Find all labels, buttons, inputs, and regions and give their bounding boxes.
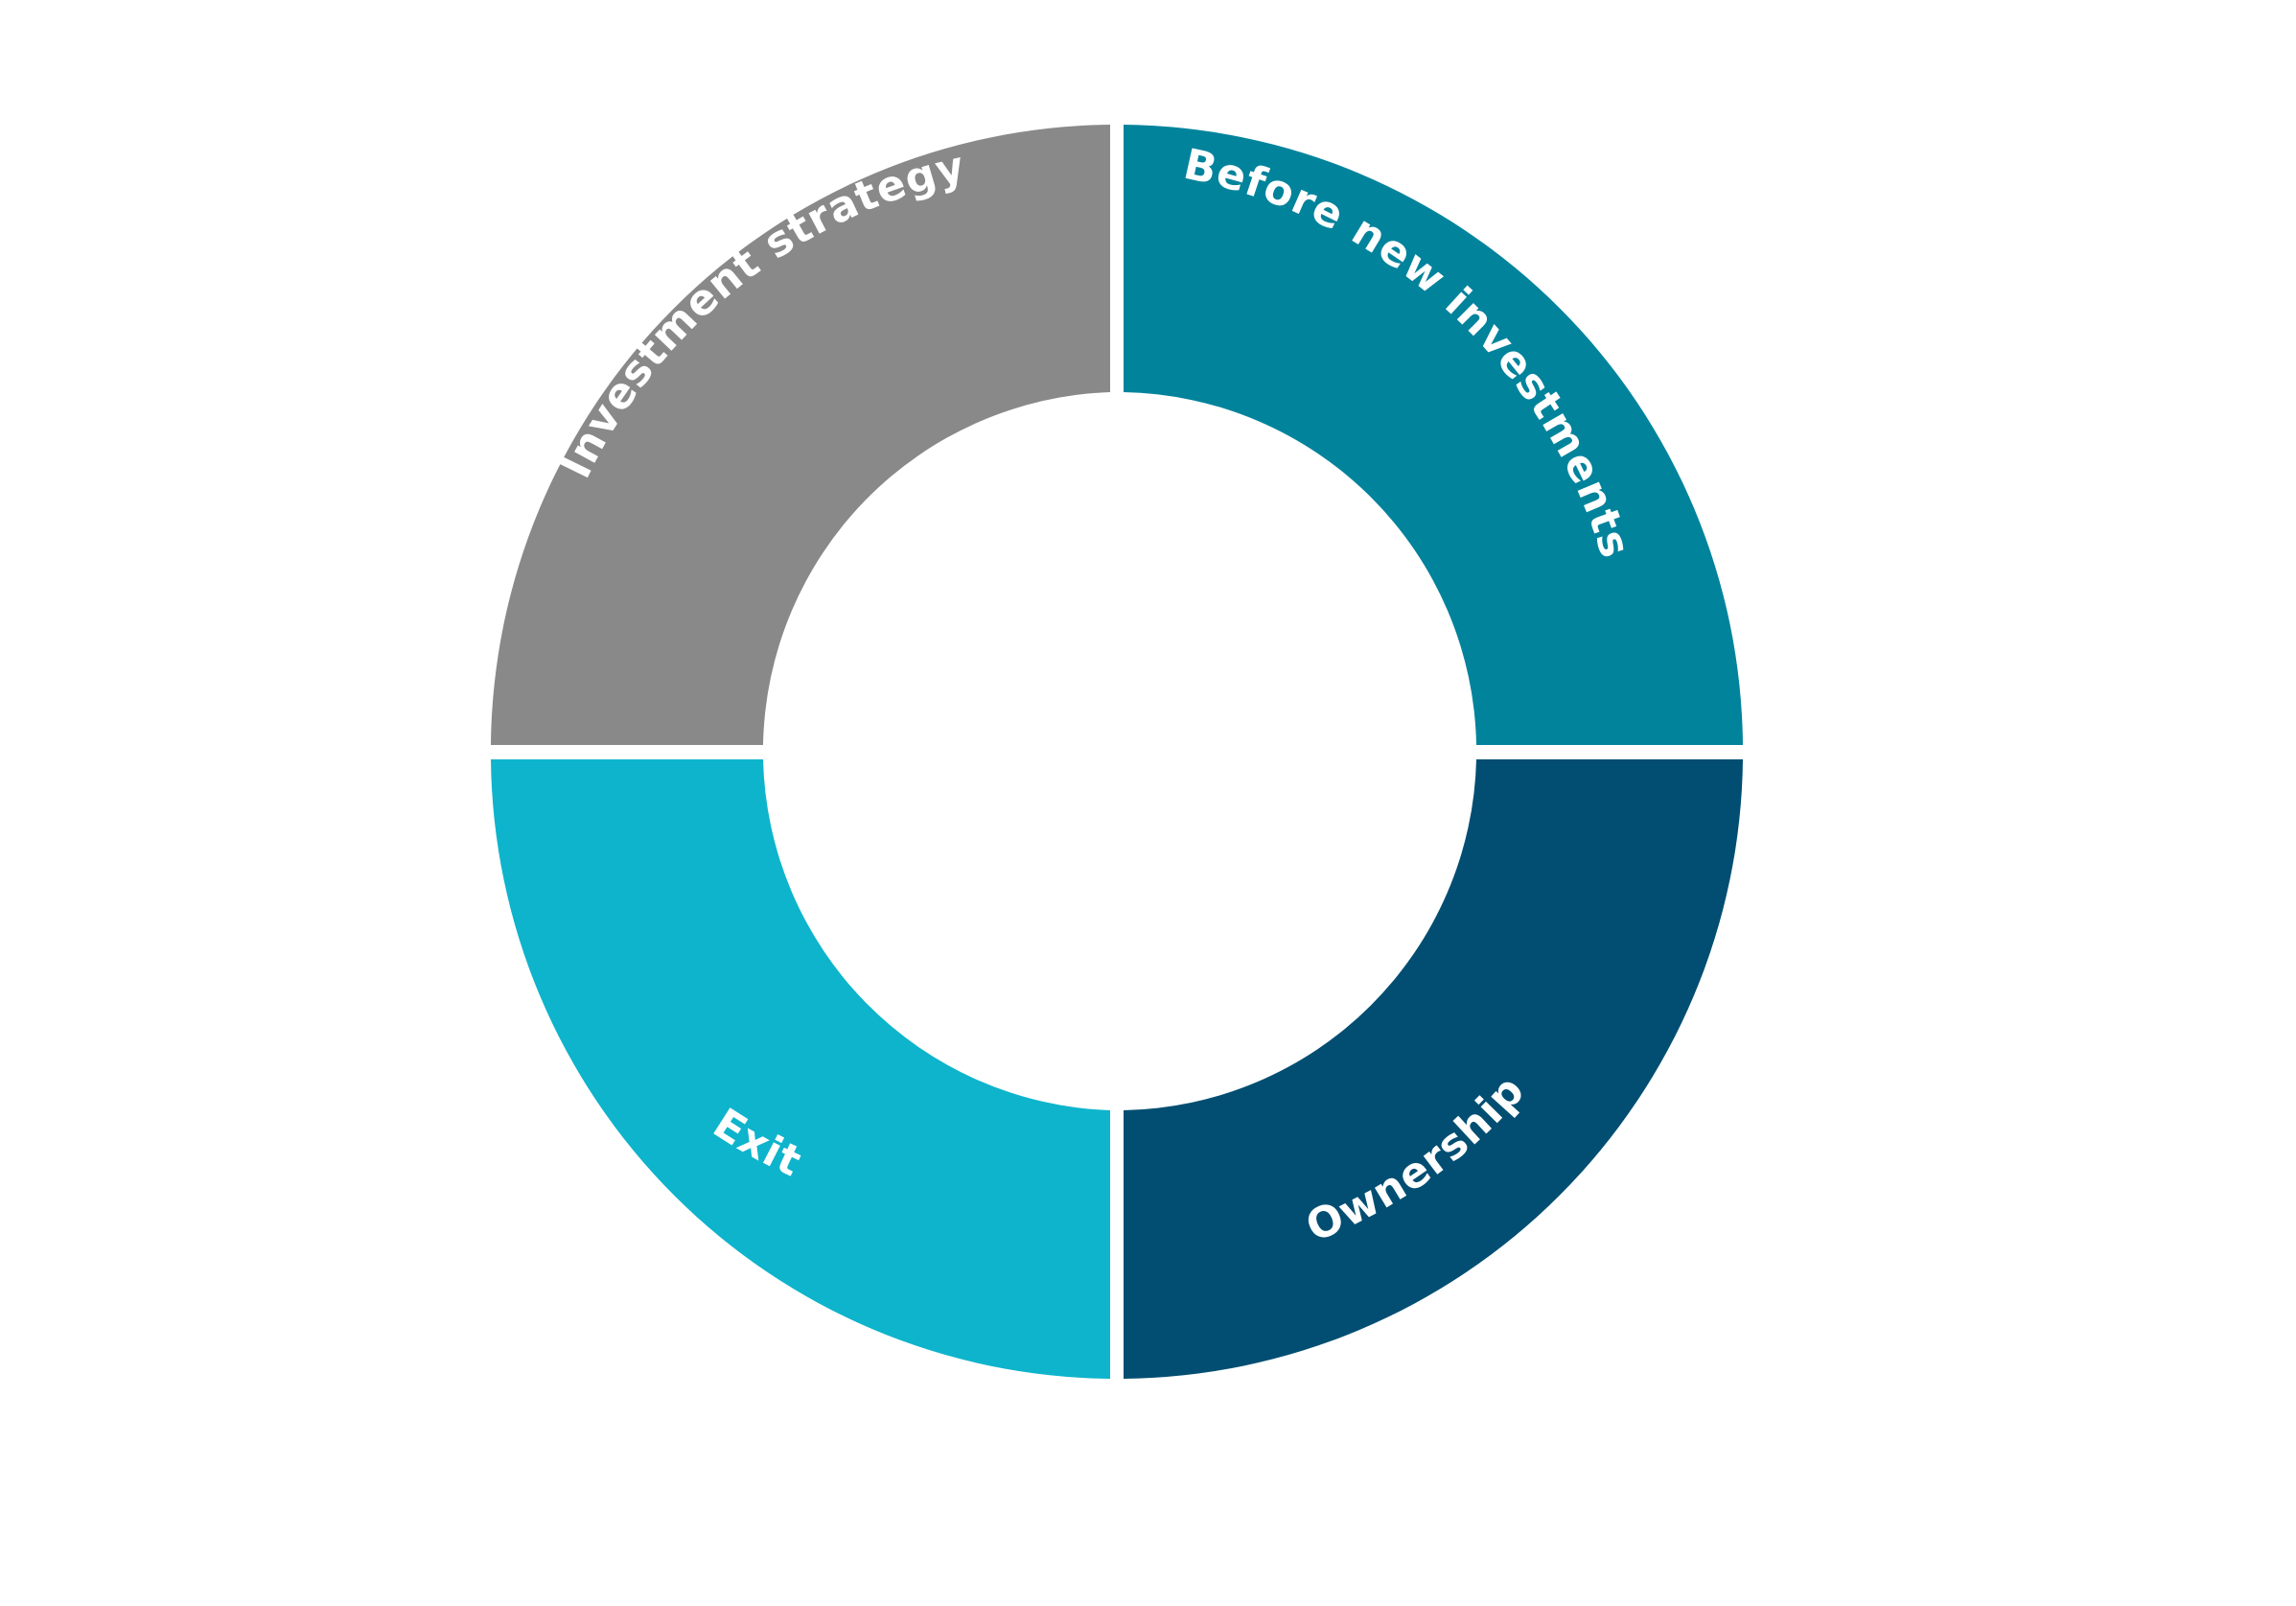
segment-investment-strategy <box>491 125 1110 745</box>
segment-ownership <box>1124 759 1743 1379</box>
segment-exit <box>491 759 1110 1379</box>
segment-before-new-investments <box>1124 125 1743 745</box>
